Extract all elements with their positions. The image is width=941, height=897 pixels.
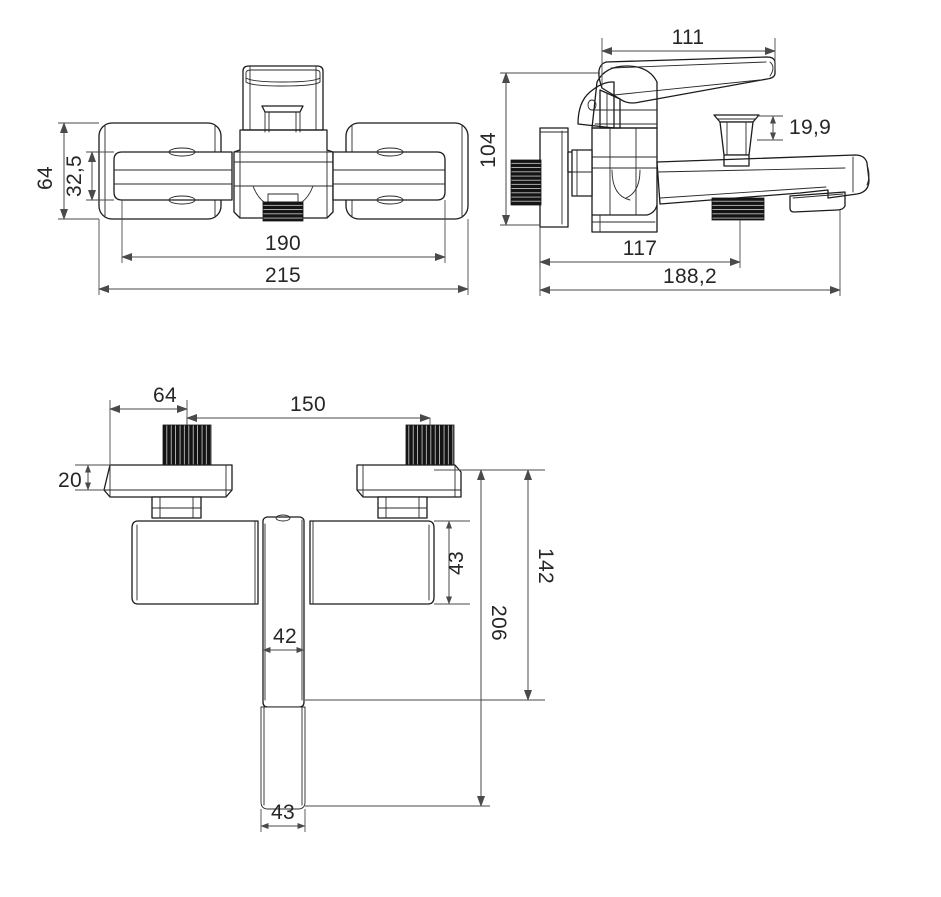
dim-label-111-side: 111 bbox=[672, 26, 705, 49]
plan-right-inlet bbox=[356, 424, 462, 519]
dim-label-190-front: 190 bbox=[265, 232, 301, 255]
dim-label-42-plan: 42 bbox=[273, 625, 297, 648]
dim-label-19-9-side: 19,9 bbox=[789, 116, 831, 139]
front-cartridge-cap bbox=[242, 65, 324, 131]
side-diverter-knob bbox=[713, 114, 760, 167]
front-left-handle bbox=[113, 147, 233, 205]
side-lever-neck bbox=[599, 89, 621, 129]
dim-label-64-front: 64 bbox=[34, 166, 57, 190]
side-body-lower bbox=[591, 204, 658, 233]
front-view-dimensions: 64 32,5 190 215 bbox=[34, 122, 469, 295]
side-inlet-thread bbox=[510, 159, 542, 206]
side-view-geometry bbox=[510, 56, 870, 233]
plan-center-body bbox=[262, 514, 305, 708]
plan-left-inlet-thread bbox=[162, 424, 212, 466]
front-right-handle bbox=[332, 147, 446, 205]
side-body-block bbox=[591, 127, 658, 216]
dim-label-142-plan: 142 bbox=[534, 548, 557, 584]
plan-left-inlet bbox=[103, 424, 233, 519]
front-view-geometry bbox=[98, 65, 469, 222]
front-center-body bbox=[233, 129, 334, 219]
side-hex-nut bbox=[571, 149, 593, 197]
dim-label-206-plan: 206 bbox=[487, 605, 510, 641]
bottom-view-dimensions: 64 150 20 43 42 142 bbox=[58, 384, 557, 832]
plan-right-inlet-thread bbox=[405, 424, 455, 466]
side-view-dimensions: 111 104 19,9 117 188,2 bbox=[477, 26, 841, 296]
plan-spout-lower bbox=[260, 706, 306, 810]
plan-right-arm bbox=[309, 520, 435, 605]
dim-label-43-arm-plan: 43 bbox=[445, 551, 468, 575]
dim-label-43-base-plan: 43 bbox=[271, 801, 295, 824]
dim-label-64-plan: 64 bbox=[153, 384, 177, 407]
side-lever-handle bbox=[598, 56, 776, 104]
dim-label-188-2-side: 188,2 bbox=[663, 265, 717, 288]
plan-left-arm bbox=[131, 520, 259, 605]
dim-label-117-side: 117 bbox=[623, 237, 657, 260]
dim-label-20-plan: 20 bbox=[58, 469, 82, 492]
dim-label-215-front: 215 bbox=[265, 264, 301, 287]
side-body-upper bbox=[577, 65, 658, 129]
front-diverter-knob bbox=[261, 105, 304, 133]
side-outlet-thread bbox=[711, 197, 765, 221]
front-outlet-thread bbox=[262, 201, 304, 222]
side-spout-arm bbox=[656, 154, 870, 213]
dim-label-104-side: 104 bbox=[477, 132, 500, 168]
dim-label-32-5-front: 32,5 bbox=[63, 155, 86, 197]
bottom-view-geometry bbox=[103, 424, 462, 810]
dim-label-150-plan: 150 bbox=[290, 393, 326, 416]
